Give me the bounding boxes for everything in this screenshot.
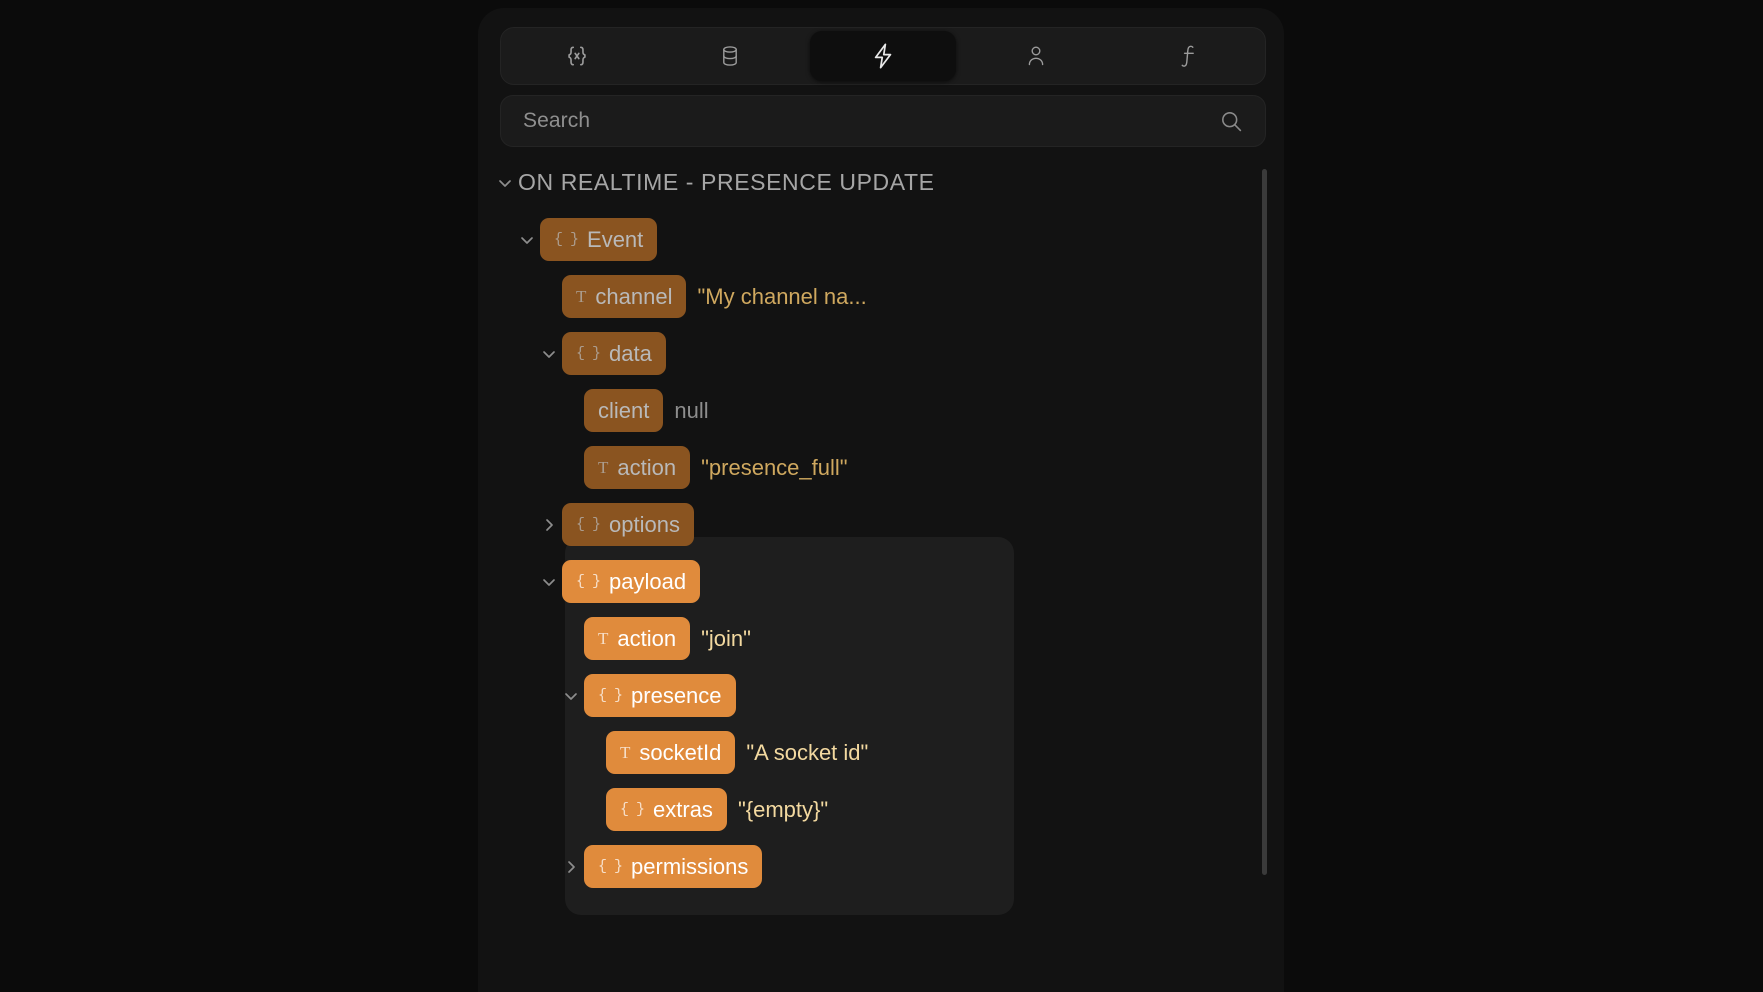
- vertical-scrollbar[interactable]: [1262, 169, 1267, 875]
- chevron-down-icon[interactable]: [514, 231, 540, 249]
- tree-node-label: Event: [587, 226, 644, 252]
- tree-node-value: "{empty}": [737, 796, 829, 822]
- tree-node-chip[interactable]: { } payload: [562, 560, 701, 603]
- text-type-icon: T: [598, 628, 609, 648]
- object-type-icon: { }: [598, 687, 623, 704]
- tree-group-header[interactable]: ON REALTIME - PRESENCE UPDATE: [478, 154, 1284, 211]
- chevron-down-icon[interactable]: [536, 345, 562, 363]
- tree-node-data[interactable]: { } data: [478, 325, 1284, 382]
- tree-node-label: permissions: [631, 853, 749, 879]
- inspector-panel: Search ON REALTIME - PRESENCE UPDATE { } E…: [478, 8, 1284, 992]
- tree-node-event[interactable]: { } Event: [478, 211, 1284, 268]
- database-icon: [719, 44, 741, 68]
- object-type-icon: { }: [598, 858, 623, 875]
- tree-node-chip[interactable]: { } data: [562, 332, 666, 375]
- tree-node-payload[interactable]: { } payload: [478, 553, 1284, 610]
- tree-node-value: "join": [701, 625, 751, 651]
- chevron-right-icon[interactable]: [536, 516, 562, 534]
- tree-node-options[interactable]: { } options: [478, 496, 1284, 553]
- chevron-down-icon[interactable]: [492, 174, 518, 192]
- text-type-icon: T: [576, 286, 587, 306]
- tree-node-extras[interactable]: { } extras "{empty}": [478, 781, 1284, 838]
- tree-node-value: "presence_full": [701, 454, 848, 480]
- chevron-down-icon[interactable]: [558, 687, 584, 705]
- chevron-down-icon[interactable]: [536, 573, 562, 591]
- search-icon[interactable]: [1220, 110, 1243, 133]
- tree-node-chip[interactable]: { } presence: [584, 674, 736, 717]
- tree-node-value: "A socket id": [746, 739, 869, 765]
- tree-node-presence[interactable]: { } presence: [478, 667, 1284, 724]
- object-type-icon: { }: [576, 516, 601, 533]
- tree-node-label: extras: [653, 796, 713, 822]
- braces-x-icon: [564, 43, 590, 69]
- tree-node-chip[interactable]: client: [584, 389, 664, 432]
- tree-node-permissions[interactable]: { } permissions: [478, 838, 1284, 895]
- tree-node-label: payload: [609, 568, 687, 594]
- tab-functions[interactable]: [1115, 31, 1262, 81]
- object-type-icon: { }: [576, 345, 601, 362]
- object-type-icon: { }: [576, 573, 601, 590]
- tree-node-chip[interactable]: { } options: [562, 503, 694, 546]
- search-field[interactable]: Search: [500, 95, 1266, 147]
- tree-node-label: socketId: [639, 739, 722, 765]
- tab-database[interactable]: [657, 31, 804, 81]
- tree-node-label: action: [617, 625, 677, 651]
- tree-node-label: client: [598, 397, 650, 423]
- search-input[interactable]: Search: [523, 109, 591, 132]
- tree-node-chip[interactable]: { } extras: [606, 788, 727, 831]
- tree-node-label: options: [609, 511, 680, 537]
- tree-node-chip[interactable]: { } Event: [540, 218, 658, 261]
- tree-node-value: "My channel na...: [697, 283, 867, 309]
- tree-node-label: channel: [595, 283, 673, 309]
- tab-bar: [500, 27, 1266, 85]
- tree-node-label: data: [609, 340, 652, 366]
- tree-group-label: ON REALTIME - PRESENCE UPDATE: [518, 169, 935, 195]
- object-type-icon: { }: [554, 231, 579, 248]
- tree-node-label: action: [617, 454, 677, 480]
- tab-events[interactable]: [809, 31, 957, 81]
- object-type-icon: { }: [620, 801, 645, 818]
- text-type-icon: T: [598, 457, 609, 477]
- tab-variables[interactable]: [504, 31, 651, 81]
- tab-user[interactable]: [962, 31, 1109, 81]
- function-f-icon: [1178, 43, 1200, 69]
- chevron-right-icon[interactable]: [558, 858, 584, 876]
- lightning-bolt-icon: [870, 42, 896, 70]
- tree-node-value: null: [674, 397, 709, 423]
- user-icon: [1024, 43, 1048, 69]
- tree-node-label: presence: [631, 682, 722, 708]
- text-type-icon: T: [620, 742, 631, 762]
- tree-node-client[interactable]: client null: [478, 382, 1284, 439]
- tree-node-chip[interactable]: { } permissions: [584, 845, 763, 888]
